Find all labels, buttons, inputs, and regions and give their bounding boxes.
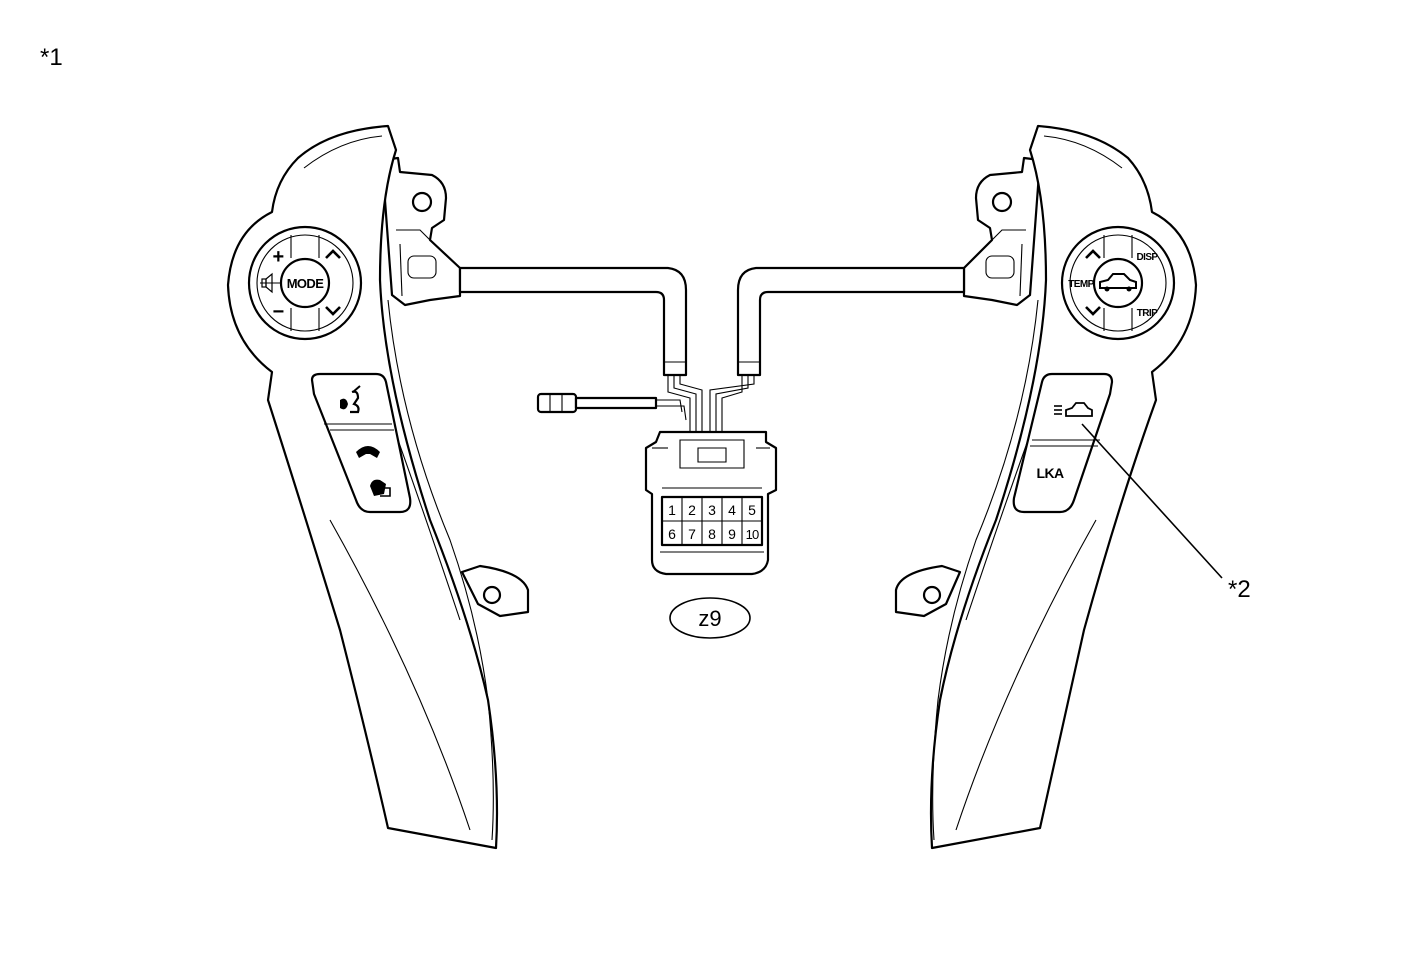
right-steering-pad-switch: TEMP DISP TRIP LKA: [894, 124, 1198, 850]
pin-label: 8: [708, 526, 716, 542]
right-temp-label: TEMP: [1068, 279, 1094, 290]
left-plus-label: +: [272, 246, 283, 268]
pin-label: 4: [728, 502, 736, 518]
callout-switch-label: *2: [1228, 576, 1251, 603]
vehicle-distance-icon: [1054, 402, 1093, 417]
left-up-chevron-icon: [325, 249, 341, 259]
callout-assembly-label: *1: [40, 44, 63, 71]
right-trip-label: TRIP: [1137, 308, 1158, 319]
connector-pin-grid: 1 2 3 4 5 6 7 8 9 10: [660, 495, 764, 547]
left-lower-mount-bracket: [460, 564, 530, 618]
car-info-icon: [1099, 273, 1137, 292]
pin-label: 10: [746, 527, 759, 542]
connector-id-label: z9: [698, 606, 721, 631]
callout-switch-leader: [1081, 423, 1223, 579]
right-disp-label: DISP: [1137, 252, 1159, 263]
left-down-chevron-icon: [325, 306, 341, 316]
volume-icon: [261, 272, 273, 294]
pin-label: 7: [688, 526, 696, 542]
right-down-chevron-icon: [1085, 306, 1101, 316]
wire-harness: [458, 266, 966, 440]
right-upper-mount-bracket: [962, 156, 1042, 307]
right-up-chevron-icon: [1085, 249, 1101, 259]
pin-label: 6: [668, 526, 676, 542]
pin-label: 5: [748, 502, 756, 518]
pin-label: 2: [688, 502, 696, 518]
left-upper-mount-bracket: [380, 156, 462, 307]
right-lka-label: LKA: [1037, 465, 1064, 481]
connector-id-badge: z9: [669, 597, 751, 639]
left-steering-pad-switch: MODE + −: [226, 124, 530, 850]
voice-talk-icon: [340, 385, 361, 414]
connector-z9: 1 2 3 4 5 6 7 8 9 10: [644, 430, 778, 576]
pin-label: 3: [708, 502, 716, 518]
phone-hangup-icon: [370, 479, 391, 497]
left-minus-label: −: [272, 301, 283, 323]
pigtail-terminal: [536, 392, 658, 414]
phone-pickup-icon: [356, 446, 380, 458]
pin-label: 9: [728, 526, 736, 542]
left-mode-label: MODE: [287, 276, 325, 291]
pin-label: 1: [668, 502, 676, 518]
right-lower-mount-bracket: [894, 564, 962, 618]
